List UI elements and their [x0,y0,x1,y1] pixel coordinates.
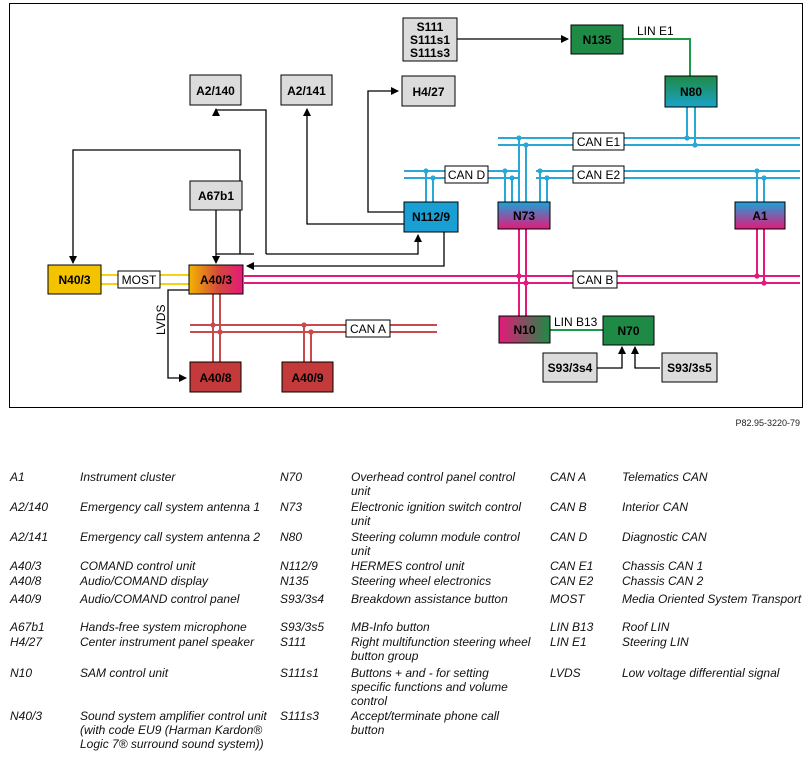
svg-text:MOST: MOST [122,273,157,287]
label-lin-e1: LIN E1 [637,24,674,38]
box-label-a2-140: A2/140 [196,84,235,98]
box-n112-9: N112/9 [403,201,459,233]
box-label-a2-141: A2/141 [287,84,326,98]
network-diagram: S111 S111s1 S111s3 N135 N80 A2/140 A2/14… [9,3,803,408]
svg-text:CAN E2: CAN E2 [577,168,621,182]
box-label-s111: S111 [417,20,444,34]
box-n10: N10 [498,315,551,344]
box-label-s111s1: S111s1 [410,33,450,47]
box-label-n73: N73 [513,209,535,223]
svg-text:CAN E1: CAN E1 [577,135,621,149]
junction-dots [423,135,767,181]
box-n73: N73 [497,201,551,230]
label-lin-b13: LIN B13 [554,315,598,329]
box-label-n40-3: N40/3 [58,273,90,287]
box-label-s93-3s4: S93/3s4 [548,361,593,375]
box-n135: N135 [570,24,624,55]
box-label-h4-27: H4/27 [412,85,444,99]
box-a40-8: A40/8 [189,361,242,393]
box-a2-140: A2/140 [189,74,242,106]
label-can-b: CAN B [572,270,618,289]
svg-text:CAN A: CAN A [350,322,386,336]
label-most: MOST [117,270,161,289]
box-n80: N80 [664,75,718,108]
box-label-s111s3: S111s3 [410,46,450,60]
box-a1: A1 [734,201,786,230]
label-can-e2: CAN E2 [572,165,625,184]
box-s93-3s4: S93/3s4 [542,352,598,383]
svg-text:CAN B: CAN B [577,273,614,287]
label-can-e1: CAN E1 [572,132,625,151]
box-label-n135: N135 [583,33,612,47]
can-b-bus [244,229,800,316]
box-label-n80: N80 [680,85,702,99]
box-label-n10: N10 [513,323,535,337]
box-label-n112-9: N112/9 [412,210,450,224]
box-h4-27: H4/27 [401,75,456,107]
box-label-a40-9: A40/9 [291,371,323,385]
box-a40-9: A40/9 [281,361,334,393]
box-label-s93-3s5: S93/3s5 [667,361,712,375]
junction-dots-red [210,322,314,335]
lin-e1-bus [623,38,691,76]
label-can-a: CAN A [345,319,391,338]
box-label-n70: N70 [617,324,639,338]
can-e1-bus [498,107,800,202]
signal-wires [69,35,660,382]
box-label-a40-8: A40/8 [199,371,231,385]
box-n40-3: N40/3 [47,264,102,295]
svg-text:CAN D: CAN D [448,168,486,182]
junction-dots-pink [516,273,767,286]
box-n70: N70 [602,315,655,346]
box-label-a67b1: A67b1 [198,189,234,203]
figure-reference: P82.95-3220-79 [735,418,800,428]
box-s93-3s5: S93/3s5 [661,352,718,383]
box-a67b1: A67b1 [189,180,243,211]
label-lvds: LVDS [154,305,168,335]
label-can-d: CAN D [444,165,489,184]
box-label-a1: A1 [752,209,768,223]
box-s111-group: S111 S111s1 S111s3 [402,17,458,62]
box-a40-3: A40/3 [188,264,244,295]
box-a2-141: A2/141 [280,74,333,106]
box-label-a40-3: A40/3 [200,273,232,287]
